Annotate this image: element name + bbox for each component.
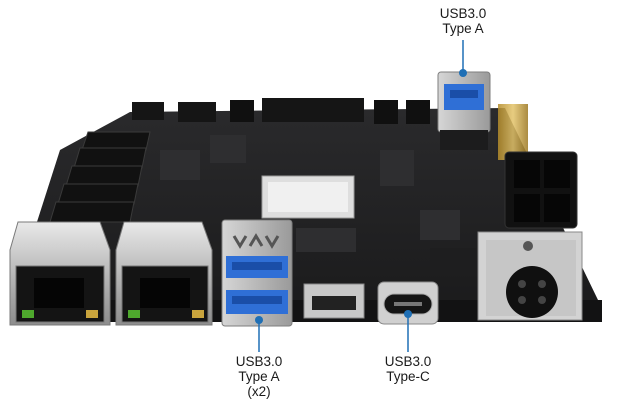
callout-usb-type-c-line1: USB3.0 (384, 354, 432, 369)
usb-dual-type-a-port (221, 219, 293, 327)
callout-usb-type-c: USB3.0 Type-C (377, 354, 439, 384)
callout-usb-dual-line3: (x2) (247, 384, 271, 399)
usb-type-c-port (377, 281, 439, 325)
callout-usb-top-line2: Type A (442, 21, 484, 36)
power-connector (504, 151, 578, 229)
callout-usb-dual-line2: Type A (238, 369, 280, 384)
soc-chip (261, 175, 355, 219)
callout-usb-dual-line1: USB3.0 (235, 354, 283, 369)
callout-usb-type-c-line2: Type-C (386, 369, 430, 384)
dc-jack (477, 231, 583, 321)
ethernet-port-1 (9, 221, 111, 326)
ethernet-port-2 (115, 221, 213, 326)
callout-usb-dual: USB3.0 Type A (x2) (228, 354, 290, 399)
callout-usb-top-line1: USB3.0 (439, 6, 487, 21)
leader-lines (255, 40, 467, 352)
microsd-slot (303, 283, 365, 319)
components (160, 135, 476, 274)
usb-top-type-a-port (437, 71, 491, 150)
callout-usb-top: USB3.0 Type A (432, 6, 494, 36)
pin-headers (132, 98, 528, 160)
sata-connectors (49, 131, 151, 223)
